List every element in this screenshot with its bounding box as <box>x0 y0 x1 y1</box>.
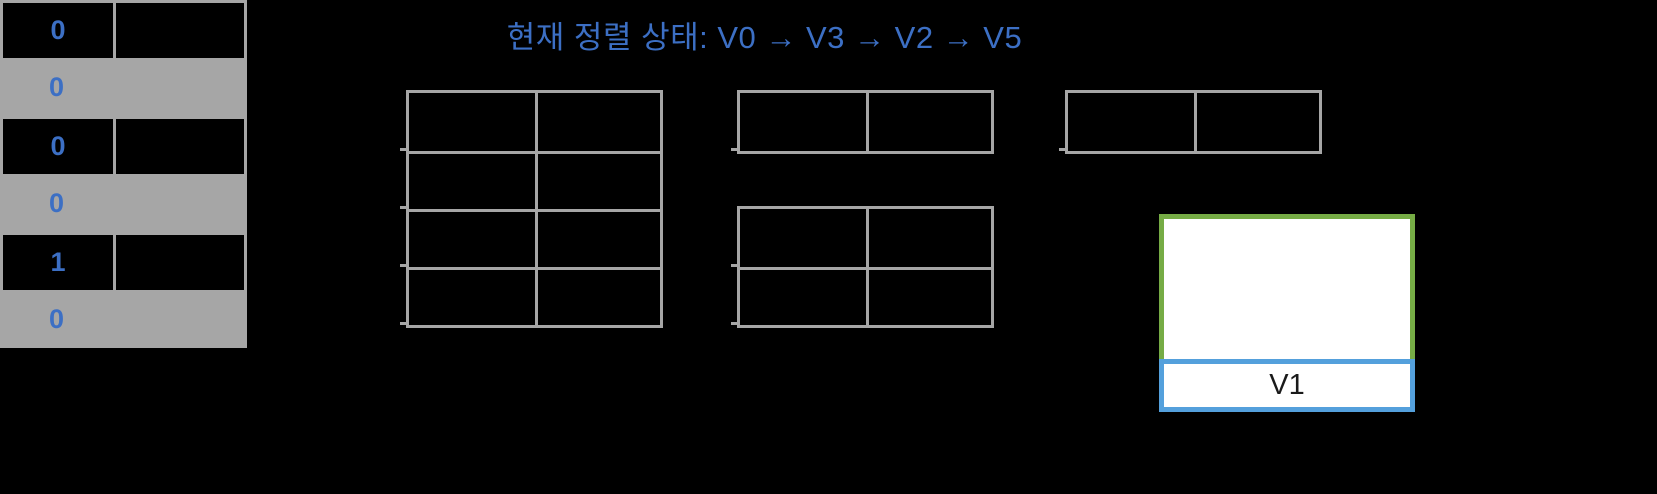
row-tick-mark <box>1059 148 1065 151</box>
row-tick-mark <box>400 264 406 267</box>
current-node-label: V1 <box>1269 369 1305 401</box>
table-cell <box>534 93 661 151</box>
table-cell <box>534 212 661 267</box>
table-cell <box>740 209 866 267</box>
table-row <box>740 267 991 325</box>
table-cell <box>409 154 535 209</box>
table-cell <box>865 209 992 267</box>
table-cell <box>1193 93 1320 151</box>
current-node-panel <box>1159 214 1415 359</box>
adjacency-table-four <box>1065 90 1322 154</box>
current-node-label-box: V1 <box>1159 359 1415 412</box>
row-tick-mark <box>400 322 406 325</box>
visited-flags-table: 0 0 0 0 1 0 <box>0 0 247 348</box>
table-cell <box>409 270 535 325</box>
row-tick-mark <box>731 148 737 151</box>
table-row: 0 <box>0 0 247 58</box>
table-cell <box>740 93 866 151</box>
flag-blank-cell <box>113 58 247 116</box>
flag-blank-cell <box>113 174 247 232</box>
flag-blank-cell <box>116 235 244 290</box>
flag-blank-cell <box>113 290 247 348</box>
flag-blank-cell <box>116 119 244 174</box>
table-cell <box>865 270 992 325</box>
table-row: 0 <box>0 174 247 232</box>
table-row <box>409 267 660 325</box>
table-row: 1 <box>0 232 247 290</box>
table-row <box>409 93 660 151</box>
adjacency-table-three-top <box>737 90 994 154</box>
flag-value: 0 <box>48 187 65 218</box>
flag-value: 0 <box>3 119 116 174</box>
flag-value: 0 <box>3 3 116 58</box>
flag-value: 0 <box>48 303 65 334</box>
flag-value: 1 <box>3 235 116 290</box>
flag-value: 0 <box>48 71 65 102</box>
flag-blank-cell <box>116 3 244 58</box>
table-cell <box>534 270 661 325</box>
row-tick-mark <box>731 322 737 325</box>
current-node-highlight: V1 <box>1159 214 1415 412</box>
table-row: 0 <box>0 58 247 116</box>
row-tick-mark <box>400 206 406 209</box>
table-cell <box>1068 93 1194 151</box>
row-tick-mark <box>731 264 737 267</box>
table-row: 0 <box>0 290 247 348</box>
adjacency-table-three-bottom <box>737 206 994 328</box>
table-cell <box>865 93 992 151</box>
adjacency-table-two <box>406 90 663 328</box>
table-cell <box>409 93 535 151</box>
table-cell <box>534 154 661 209</box>
table-cell <box>409 212 535 267</box>
table-row <box>409 151 660 209</box>
table-row <box>740 93 991 151</box>
table-row <box>409 209 660 267</box>
table-cell <box>740 270 866 325</box>
row-tick-mark <box>400 148 406 151</box>
table-row: 0 <box>0 116 247 174</box>
table-row <box>1068 93 1319 151</box>
page-title: 현재 정렬 상태: V0 → V3 → V2 → V5 <box>506 20 1023 55</box>
table-row <box>740 209 991 267</box>
